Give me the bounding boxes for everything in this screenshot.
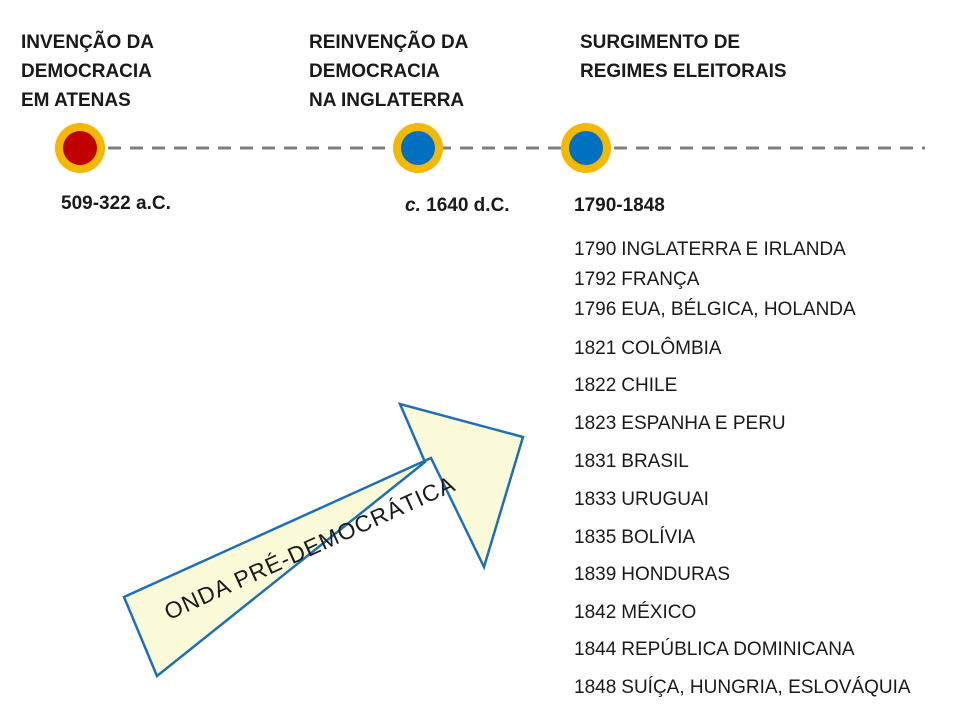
event-year: 1833	[574, 489, 617, 510]
arrow-label: ONDA PRÉ-DEMOCRÁTICA	[160, 471, 459, 625]
heading-england-line-3: NA INGLATERRA	[309, 90, 465, 111]
date-england-value: 1640 d.C.	[426, 195, 510, 216]
event-year: 1831	[574, 451, 617, 472]
event-year: 1796	[574, 299, 617, 320]
event-place: SUÍÇA, HUNGRIA, ESLOVÁQUIA	[621, 677, 911, 698]
heading-athens-line-1: INVENÇÃO DA	[21, 32, 155, 53]
timeline-node-regimes	[561, 123, 611, 173]
date-england-prefix: c.	[405, 195, 421, 216]
heading-electoral-regimes: SURGIMENTO DE REGIMES ELEITORAIS	[580, 28, 787, 86]
timeline-node-england	[393, 123, 443, 173]
heading-athens-line-3: EM ATENAS	[21, 90, 131, 111]
heading-regimes-line-1: SURGIMENTO DE	[580, 32, 741, 53]
event-year: 1842	[574, 602, 617, 623]
event-year: 1823	[574, 413, 617, 434]
heading-regimes-line-2: REGIMES ELEITORAIS	[580, 61, 787, 82]
event-place: URUGUAI	[621, 489, 709, 510]
date-electoral-regimes: 1790-1848	[574, 195, 665, 216]
timeline-node-athens	[55, 123, 105, 173]
event-year: 1848	[574, 677, 617, 698]
event-year: 1822	[574, 375, 617, 396]
event-year: 1821	[574, 338, 617, 359]
heading-england: REINVENÇÃO DA DEMOCRACIA NA INGLATERRA	[309, 28, 468, 115]
event-place: BOLÍVIA	[621, 527, 696, 548]
event-year: 1792	[574, 269, 617, 290]
pre-democratic-wave-arrow: ONDA PRÉ-DEMOCRÁTICA	[122, 402, 525, 679]
event-place: HONDURAS	[621, 564, 731, 585]
date-athens: 509-322 a.C.	[61, 193, 171, 214]
event-place: COLÔMBIA	[621, 338, 722, 359]
event-place: EUA, BÉLGICA, HOLANDA	[621, 299, 856, 320]
event-place: BRASIL	[621, 451, 689, 472]
event-place: REPÚBLICA DOMINICANA	[621, 639, 855, 660]
event-year: 1835	[574, 527, 617, 548]
event-place: MÉXICO	[621, 602, 697, 623]
event-year: 1844	[574, 639, 617, 660]
heading-athens-line-2: DEMOCRACIA	[21, 61, 152, 82]
event-place: ESPANHA E PERU	[621, 413, 786, 434]
date-england: c. 1640 d.C.	[405, 195, 510, 217]
heading-england-line-2: DEMOCRACIA	[309, 61, 440, 82]
arrow-shape	[122, 402, 525, 679]
event-place: FRANÇA	[621, 269, 700, 290]
event-place: INGLATERRA E IRLANDA	[621, 239, 846, 260]
event-year: 1790	[574, 239, 617, 260]
heading-england-line-1: REINVENÇÃO DA	[309, 32, 469, 53]
event-year: 1839	[574, 564, 617, 585]
heading-athens: INVENÇÃO DA DEMOCRACIA EM ATENAS	[21, 28, 154, 115]
event-place: CHILE	[621, 375, 678, 396]
